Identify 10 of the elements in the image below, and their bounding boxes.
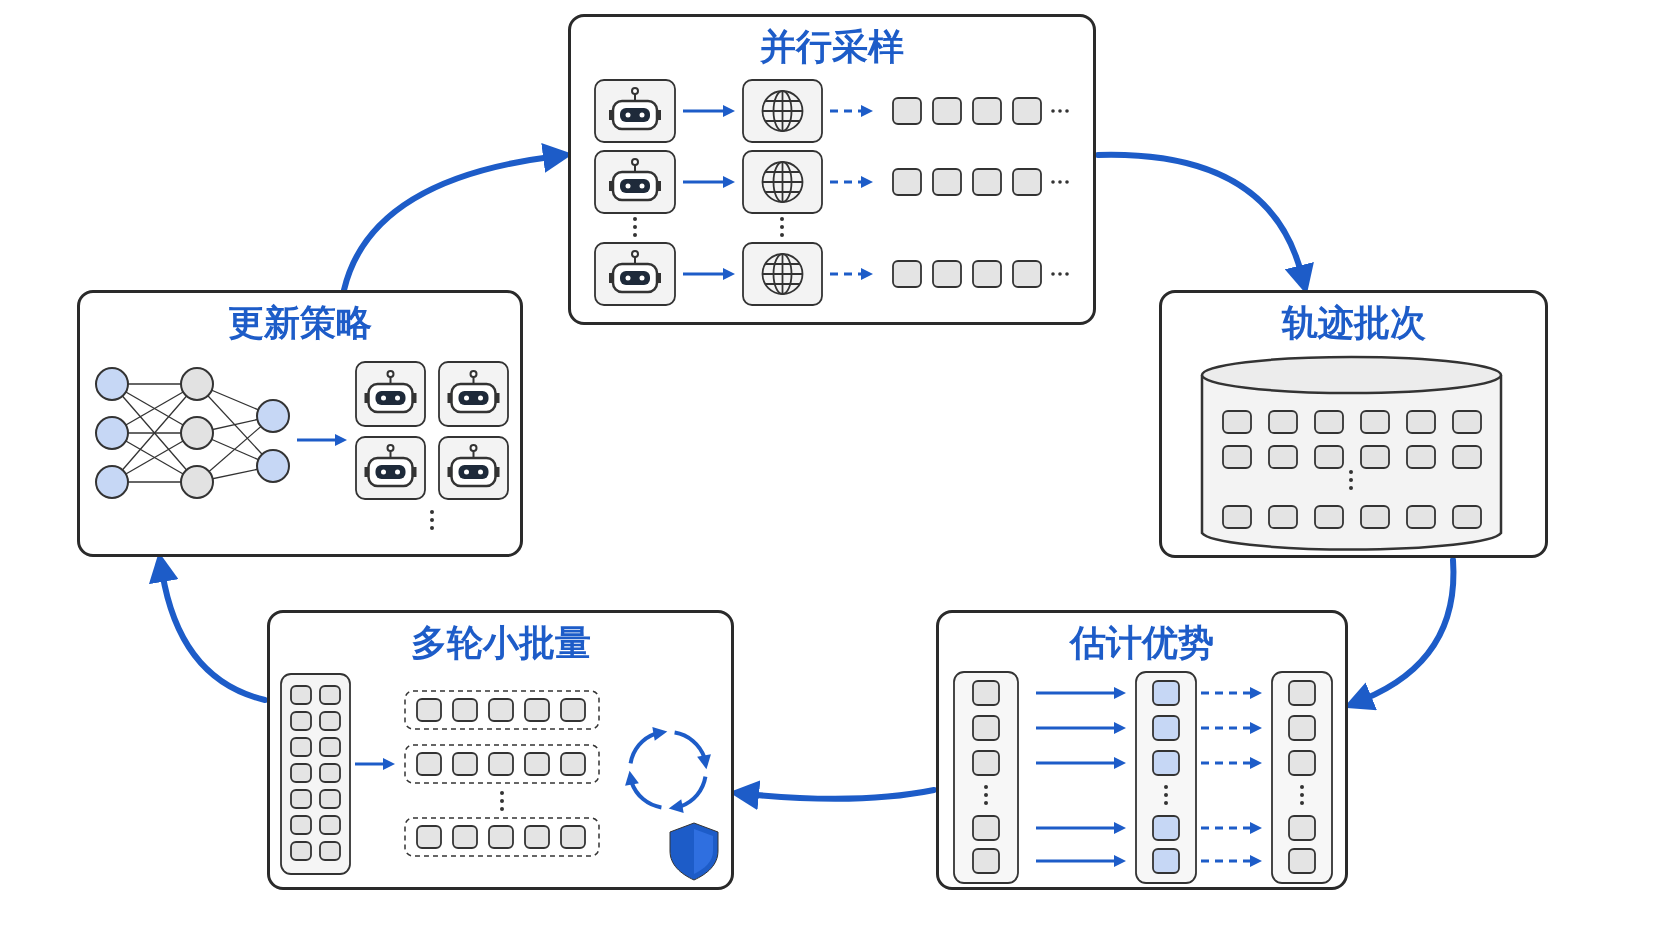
stage-title: 并行采样 (760, 27, 904, 67)
stage-title: 更新策略 (228, 303, 372, 343)
stage-box (77, 290, 523, 557)
stage-title: 估计优势 (1070, 623, 1214, 663)
stage-box (1159, 290, 1548, 558)
stage-box (267, 610, 734, 890)
stage-box (936, 610, 1348, 890)
stage-title: 多轮小批量 (410, 623, 591, 663)
stage-title: 轨迹批次 (1281, 303, 1426, 343)
stage-box (568, 14, 1096, 325)
